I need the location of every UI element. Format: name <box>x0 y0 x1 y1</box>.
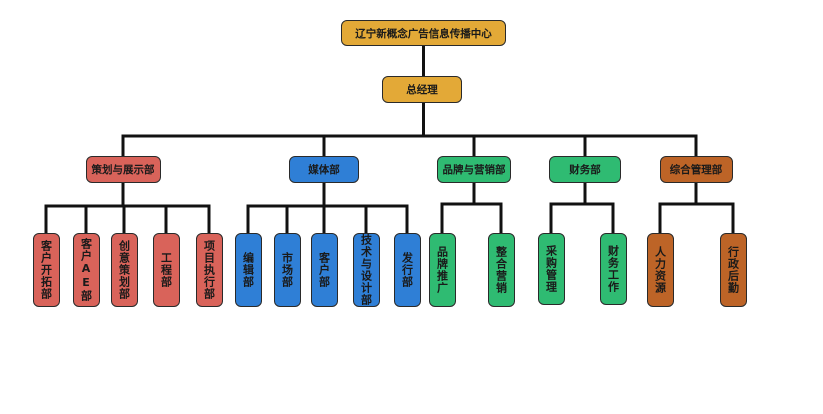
sub-unit-node: 编辑部 <box>234 233 262 307</box>
sub-unit-node: 客户开拓部 <box>32 233 60 307</box>
department-node: 媒体部 <box>289 156 359 183</box>
sub-unit-node: 客户AE部 <box>72 233 100 307</box>
general-manager-node: 总经理 <box>382 76 462 103</box>
sub-unit-node: 客户部 <box>310 233 338 307</box>
root-node: 辽宁新概念广告信息传播中心 <box>341 20 506 46</box>
sub-unit-node: 人力资源 <box>646 233 674 307</box>
sub-unit-node: 创意策划部 <box>110 233 138 307</box>
sub-unit-node: 市场部 <box>273 233 301 307</box>
department-node: 财务部 <box>549 156 621 183</box>
sub-unit-node: 工程部 <box>152 233 180 307</box>
department-node: 品牌与营销部 <box>437 156 511 183</box>
sub-unit-node: 技术与设计部 <box>352 233 380 307</box>
sub-unit-node: 行政后勤 <box>719 233 747 307</box>
department-node: 策划与展示部 <box>85 156 161 183</box>
sub-unit-node: 项目执行部 <box>195 233 223 307</box>
department-node: 综合管理部 <box>659 156 733 183</box>
sub-unit-node: 发行部 <box>393 233 421 307</box>
sub-unit-node: 采购管理 <box>537 233 565 305</box>
sub-unit-node: 品牌推广 <box>428 233 456 307</box>
sub-unit-node: 财务工作 <box>599 233 627 305</box>
sub-unit-node: 整合营销 <box>487 233 515 307</box>
